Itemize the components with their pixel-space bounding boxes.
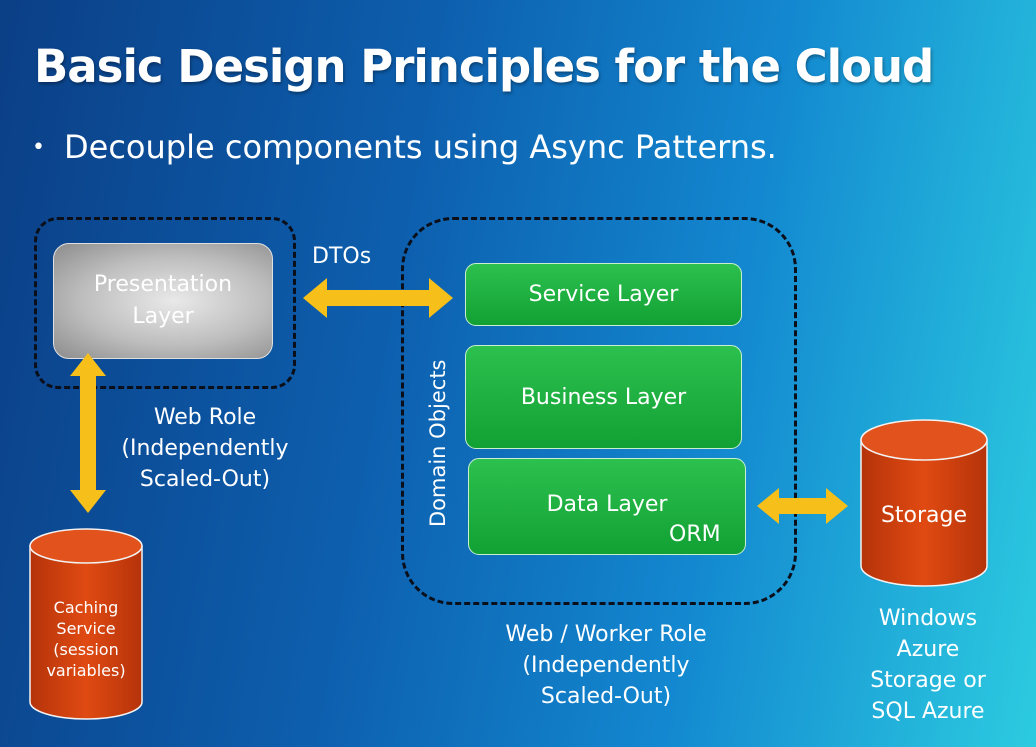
presentation-layer-box: Presentation Layer <box>53 243 273 359</box>
caching-line3: (session <box>53 640 119 659</box>
storage-cylinder <box>860 419 988 587</box>
data-layer-box: Data Layer <box>468 458 746 555</box>
storage-caption-line3: Storage or <box>870 668 986 693</box>
presentation-layer-line1: Presentation <box>93 272 233 297</box>
caching-line2: Service <box>56 619 116 638</box>
cache-arrow <box>70 353 106 513</box>
business-layer-box: Business Layer <box>465 345 742 449</box>
web-role-line1: Web Role <box>153 405 257 430</box>
worker-role-line2: (Independently <box>522 653 690 678</box>
slide-title: Basic Design Principles for the Cloud <box>34 40 934 93</box>
web-role-line3: Scaled-Out) <box>139 467 271 492</box>
presentation-layer-line2: Layer <box>132 304 194 329</box>
web-role-caption: Web Role (Independently Scaled-Out) <box>110 402 300 495</box>
business-layer-label: Business Layer <box>520 384 687 410</box>
storage-caption-line1: Windows <box>878 606 978 631</box>
caching-line1: Caching <box>53 598 119 617</box>
storage-caption-line4: SQL Azure <box>871 699 985 724</box>
bullet-marker: • <box>32 135 45 160</box>
storage-caption: Windows Azure Storage or SQL Azure <box>848 603 1008 727</box>
dtos-label: DTOs <box>312 244 372 269</box>
caching-cylinder <box>29 528 143 720</box>
bullet-item: • Decouple components using Async Pattern… <box>32 128 777 166</box>
worker-role-line1: Web / Worker Role <box>505 622 707 647</box>
caching-service-label: Caching Service (session variables) <box>30 597 142 681</box>
orm-label: ORM <box>669 522 721 547</box>
service-layer-label: Service Layer <box>528 282 679 307</box>
caching-line4: variables) <box>46 661 126 680</box>
storage-label: Storage <box>880 503 968 528</box>
storage-caption-line2: Azure <box>896 637 960 662</box>
worker-role-boundary <box>401 217 797 605</box>
service-layer-box: Service Layer <box>465 263 742 326</box>
data-layer-label: Data Layer <box>546 492 668 517</box>
bullet-text: Decouple components using Async Patterns… <box>64 128 777 166</box>
web-role-line2: (Independently <box>121 436 289 461</box>
storage-arrow <box>757 488 848 524</box>
web-role-boundary <box>34 217 296 389</box>
dto-arrow <box>303 278 453 318</box>
worker-role-caption: Web / Worker Role (Independently Scaled-… <box>486 619 726 712</box>
worker-role-line3: Scaled-Out) <box>540 684 672 709</box>
